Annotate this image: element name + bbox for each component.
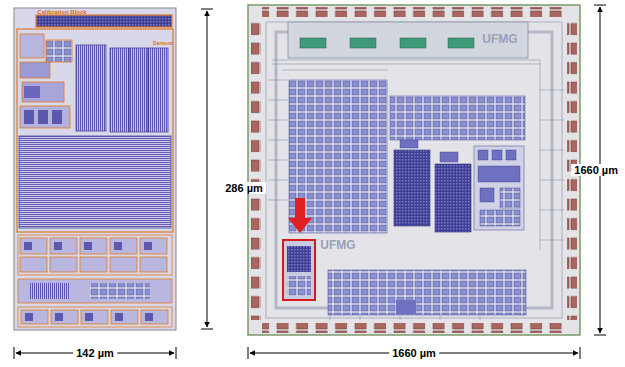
dimension-lines <box>248 5 606 359</box>
dimension-label: 1660 µm <box>389 347 439 359</box>
dimension-label: 142 µm <box>73 347 117 359</box>
full-chip-layout <box>248 5 580 335</box>
dimension-lines <box>14 9 213 359</box>
watermark: UFMG <box>479 33 520 46</box>
watermark: UFMG <box>317 239 358 252</box>
block-name: Sensor <box>150 40 176 47</box>
block-name: Calibration Block <box>34 9 89 16</box>
red-arrow <box>288 198 312 233</box>
dimension-label: 1660 µm <box>571 164 621 176</box>
sensor-layout <box>14 8 176 330</box>
dimension-label: 286 µm <box>222 182 266 194</box>
